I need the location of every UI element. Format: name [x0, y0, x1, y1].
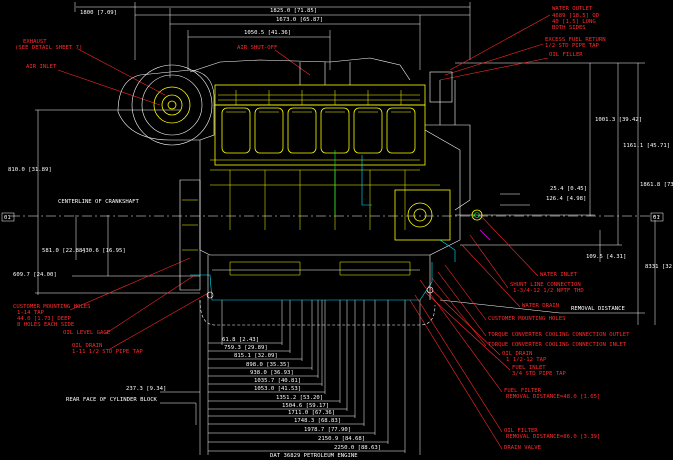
- dimension-label: 1050.5 [41.36]: [244, 30, 291, 36]
- callout-label: AIR INLET: [26, 64, 57, 70]
- dimension-label: 25.4 [0.45]: [550, 186, 587, 192]
- dimension-label: 61.8 [2.43]: [222, 337, 259, 343]
- callout-label: REMOVAL DISTANCE=86.0 [3.39]: [506, 434, 600, 440]
- dimension-label: 815.1 [32.09]: [234, 353, 278, 359]
- callout-label: CUSTOMER MOUNTING HOLES: [488, 316, 565, 322]
- dimension-label: 1711.0 [67.36]: [288, 410, 335, 416]
- dimension-label: 109.5 [4.31]: [586, 254, 626, 260]
- dimension-label: 1504.6 [59.17]: [282, 403, 329, 409]
- callout-label: 1-14 TAP: [17, 310, 45, 316]
- callout-label: (SEE DETAIL SHEET 7): [15, 45, 82, 51]
- dimension-label: REMOVAL DISTANCE: [571, 306, 626, 312]
- dimension-label: 8331 [32.80]: [645, 264, 673, 270]
- dimension-label: 759.3 [29.89]: [224, 345, 268, 351]
- cylinder-bank: [218, 90, 420, 154]
- callout-label: FUEL FILTER: [504, 388, 542, 394]
- dimension-lines: [10, 2, 660, 455]
- callout-label: OIL FILLER: [549, 52, 583, 58]
- callout-label: OIL DRAIN: [72, 343, 102, 349]
- dimension-label: 1978.7 [77.90]: [304, 427, 351, 433]
- drawing-title: DAT 36829 PETROLEUM ENGINE: [270, 453, 358, 459]
- callout-label: 1/2 STD PIPE TAP: [545, 43, 600, 49]
- dimension-label: 430.6 [16.95]: [82, 248, 126, 254]
- engine-outline: [117, 57, 491, 326]
- section-marker-box: [1, 212, 15, 222]
- callout-label: WATER INLET: [540, 272, 578, 278]
- dimension-label: 2150.9 [84.68]: [318, 436, 365, 442]
- dimension-label: 581.0 [22.88]: [42, 248, 86, 254]
- callout-label: FUEL INLET: [512, 365, 546, 371]
- callout-label: 1-11 1/2 STD PIPE TAP: [72, 349, 143, 355]
- dimension-label: 1001.3 [39.42]: [595, 117, 642, 123]
- callout-label: 44.0 [1.73] DEEP: [17, 316, 72, 322]
- dimension-label: 1673.0 [65.87]: [276, 17, 323, 23]
- dimension-labels: 1800 [7.09] 1825.0 [71.85] 1673.0 [65.87] 1…: [8, 8, 673, 451]
- callout-label: OIL DRAIN: [502, 351, 532, 357]
- dimension-label: 938.0 [36.93]: [250, 370, 294, 376]
- dimension-label: 810.0 [31.89]: [8, 167, 52, 173]
- callout-label: OIL FILTER: [504, 428, 538, 434]
- dimension-label: 1351.2 [53.20]: [276, 395, 323, 401]
- callout-label: SHUNT LINE CONNECTION: [510, 282, 581, 288]
- callout-label: EXHAUST: [23, 39, 47, 45]
- callout-label: 1 1/2-12 TAP: [506, 357, 547, 363]
- dimension-label: 609.7 [24.00]: [13, 272, 57, 278]
- dimension-label: 237.3 [9.34]: [126, 386, 166, 392]
- callout-label: EXCESS FUEL RETURN: [545, 37, 606, 43]
- dimension-label: 1800 [7.09]: [80, 10, 117, 16]
- dimension-label: 1053.0 [41.53]: [254, 386, 301, 392]
- callout-label: WATER DRAIN: [522, 303, 559, 309]
- section-marker-box: [650, 212, 664, 222]
- callout-label: BOTH SIDES: [552, 25, 586, 31]
- dimension-label: 1748.3 [68.83]: [294, 418, 341, 424]
- callout-label: 8 HOLES EACH SIDE: [17, 322, 75, 328]
- section-marker: 01: [4, 215, 11, 221]
- section-markers: 01 01: [1, 212, 664, 222]
- section-marker: 01: [653, 215, 660, 221]
- dimension-label: 898.0 [35.35]: [246, 362, 290, 368]
- callout-label: AIR SHUT-OFF: [237, 45, 278, 51]
- callout-label: WATER OUTLET: [552, 6, 593, 12]
- dimension-label: CENTERLINE OF CRANKSHAFT: [58, 199, 139, 205]
- dimension-label: 1035.7 [40.81]: [254, 378, 301, 384]
- callout-label: 1-3/4-12 1/2 NPTF THD: [513, 288, 584, 294]
- dimension-label: REAR FACE OF CYLINDER BLOCK: [66, 397, 158, 403]
- callout-label: DRAIN VALVE: [504, 445, 542, 451]
- callout-label: TORQUE CONVERTER COOLING CONNECTION INLE…: [488, 342, 627, 348]
- callout-label: TORQUE CONVERTER COOLING CONNECTION OUTL…: [488, 332, 630, 338]
- callout-label: 40 [1.5] LONG: [552, 19, 596, 25]
- dimension-label: 1825.0 [71.85]: [270, 8, 317, 14]
- callout-label: 3/4 STD PIPE TAP: [512, 371, 567, 377]
- callout-label: OIL LEVEL GAGE: [63, 330, 111, 336]
- dimension-label: 1861.8 [73.30]: [640, 182, 673, 188]
- dimension-label: 2250.0 [88.63]: [334, 445, 381, 451]
- callout-label: CUSTOMER MOUNTING HOLES: [13, 304, 90, 310]
- callout-label: REMOVAL DISTANCE=48.0 [1.65]: [506, 394, 600, 400]
- dimension-label: 1161.1 [45.71]: [623, 143, 670, 149]
- callout-label: 4689 [18.5] OD: [552, 13, 600, 19]
- dimension-label: 126.4 [4.98]: [546, 196, 586, 202]
